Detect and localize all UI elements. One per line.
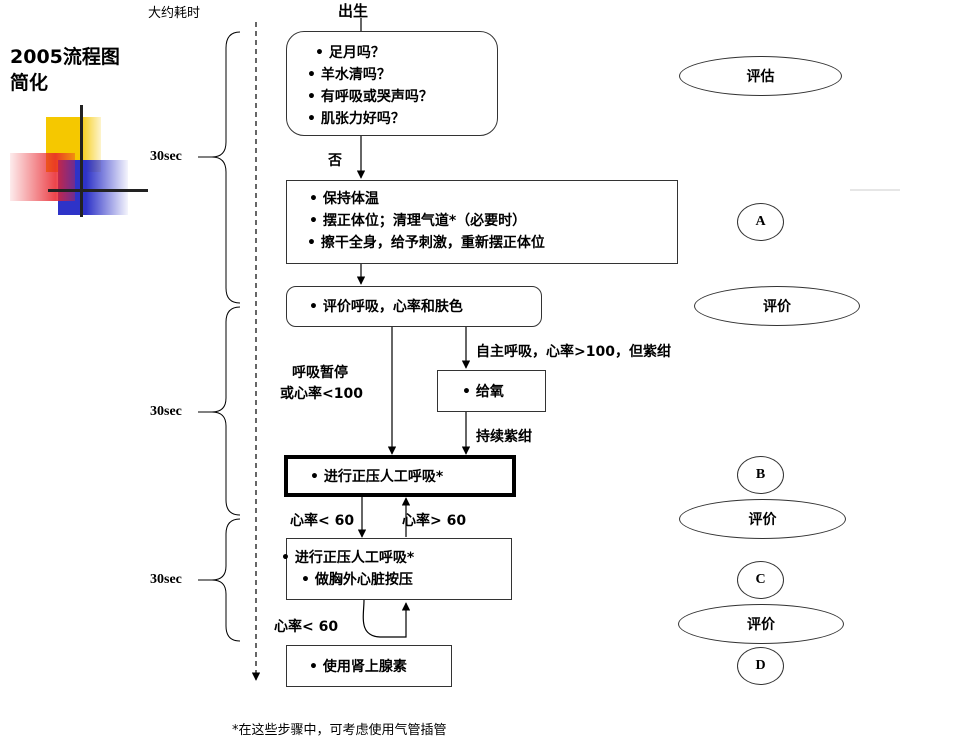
time-label-2: 30sec [150, 404, 182, 419]
brace-1 [211, 31, 241, 304]
step-a-item: 擦干全身，给予刺激，重新摆正体位 [307, 232, 677, 254]
brace-3 [211, 518, 241, 642]
oxygen-text: 给氧 [462, 381, 545, 403]
assess-box: 足月吗？ 羊水清吗？ 有呼吸或哭声吗？ 肌张力好吗？ [286, 31, 498, 136]
label-hr-lt-60-a: 心率< 60 [290, 513, 355, 529]
decorative-logo [10, 105, 155, 220]
label-hr-gt-60: 心率> 60 [402, 513, 467, 529]
step-a-item: 保持体温 [309, 188, 677, 210]
oval-evaluate-3: 评价 [678, 604, 844, 644]
time-header: 大约耗时 [148, 6, 201, 21]
evaluate-text: 评价呼吸，心率和肤色 [309, 296, 541, 318]
brace-2 [211, 306, 241, 516]
label-no: 否 [328, 153, 342, 169]
time-label-3: 30sec [150, 572, 182, 587]
evaluate-box: 评价呼吸，心率和肤色 [286, 286, 542, 327]
epinephrine-text: 使用肾上腺素 [309, 656, 451, 678]
logo-horizontal-line [48, 189, 148, 192]
page-title-line2: 简化 [10, 72, 49, 94]
assess-item: 足月吗？ [315, 42, 497, 64]
oval-assess: 评估 [679, 56, 842, 96]
circle-b: B [737, 456, 784, 494]
assess-item: 有呼吸或哭声吗？ [307, 86, 497, 108]
page-title-line1: 2005流程图 [10, 46, 120, 68]
label-persistent-cyanosis: 持续紫绀 [476, 429, 532, 445]
label-apnea-1: 呼吸暂停 [292, 365, 348, 381]
time-label-1: 30sec [150, 149, 182, 164]
logo-red-square [10, 153, 75, 201]
footnote: *在这些步骤中，可考虑使用气管插管 [232, 723, 447, 738]
ppv-cpr-box: 进行正压人工呼吸* 做胸外心脏按压 [286, 538, 512, 600]
assess-item: 羊水清吗？ [307, 64, 497, 86]
step-a-box: 保持体温 摆正体位；清理气道*（必要时） 擦干全身，给予刺激，重新摆正体位 [286, 180, 678, 264]
epinephrine-box: 使用肾上腺素 [286, 645, 452, 687]
birth-label: 出生 [338, 2, 369, 20]
circle-a: A [737, 203, 784, 241]
assess-item: 肌张力好吗？ [307, 108, 497, 130]
oval-evaluate-1: 评价 [694, 286, 860, 326]
circle-c: C [737, 561, 784, 599]
oval-evaluate-2: 评价 [679, 499, 846, 539]
circle-d: D [737, 647, 784, 685]
ppv-cpr-item: 进行正压人工呼吸* [281, 547, 511, 569]
label-hr-lt-60-b: 心率< 60 [274, 619, 339, 635]
oxygen-box: 给氧 [437, 370, 546, 412]
ppv-cpr-item: 做胸外心脏按压 [301, 569, 511, 591]
label-spontaneous: 自主呼吸，心率>100，但紫绀 [476, 344, 671, 360]
label-apnea-2: 或心率<100 [280, 386, 363, 402]
ppv-text: 进行正压人工呼吸* [310, 466, 512, 488]
page-title: 2005流程图 简化 [10, 44, 120, 96]
logo-vertical-line [80, 105, 83, 217]
step-a-item: 摆正体位；清理气道*（必要时） [309, 210, 677, 232]
ppv-box: 进行正压人工呼吸* [284, 455, 516, 497]
